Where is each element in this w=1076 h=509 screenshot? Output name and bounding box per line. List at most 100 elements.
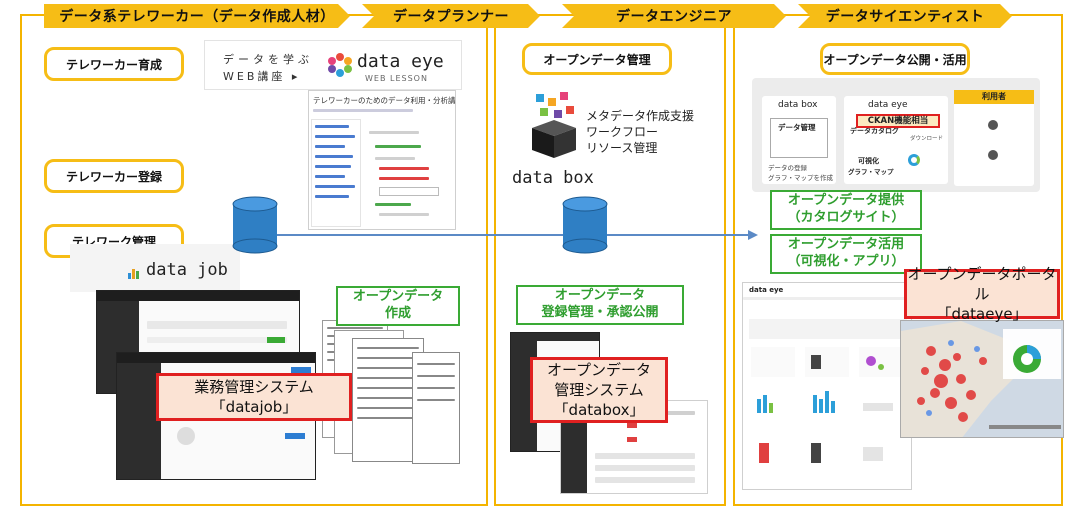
visualization-label-1: 可視化 (858, 157, 879, 165)
lesson-page-title: テレワーカーのためのデータ利用・分析講座 (313, 96, 456, 105)
web-lesson-line2: WEB講座 ▸ (223, 70, 301, 83)
lesson-breadcrumb (313, 109, 413, 112)
databox-row (595, 453, 695, 459)
databox-brand: data box (512, 168, 594, 188)
databox-panel: data box データ管理 データの登録 グラフ・マップを作成 (762, 96, 836, 184)
user-icon (988, 120, 998, 130)
data-catalog-label: データカタログ (850, 127, 899, 135)
visualization-label-2: グラフ・マップ (848, 168, 894, 176)
dataeye-flower-icon (327, 52, 353, 78)
lesson-line (379, 177, 429, 180)
users-header: 利用者 (954, 90, 1034, 104)
data-management-box (770, 118, 828, 158)
label-opendata-use: オープンデータ活用 （可視化・アプリ） (770, 234, 922, 274)
step-opendata-publication: オープンデータ公開・活用 (820, 43, 970, 75)
form-line (357, 377, 419, 379)
databox-cube-icon (526, 92, 582, 160)
label-dataeye-portal-line2: 「dataeye」 (936, 305, 1028, 324)
datajob-row (147, 337, 287, 343)
column-header-planner: データプランナー (362, 4, 540, 28)
dataeye-brand: data eye (357, 51, 444, 72)
form-line (357, 397, 419, 399)
lesson-line (379, 167, 429, 170)
form-line (417, 363, 455, 365)
label-opendata-creation: オープンデータ 作成 (336, 286, 460, 326)
databox-row (595, 477, 695, 483)
datajob-save-button (291, 367, 311, 373)
chart-donut-icon (908, 154, 920, 166)
datajob-brand: data job (146, 260, 228, 280)
label-opendata-offer-line2: （カタログサイト） (787, 210, 905, 225)
publication-flow-diagram: data box データ管理 データの登録 グラフ・マップを作成 data ey… (752, 78, 1040, 192)
user-icon (988, 150, 998, 160)
dataeye-panel-brand: data eye (868, 100, 908, 110)
lesson-line (315, 165, 351, 168)
column-frame-scientist (733, 14, 1063, 506)
lesson-line (375, 145, 421, 148)
label-opendata-offer-line1: オープンデータ提供 (787, 193, 905, 209)
dataeye-panel: data eye データカタログ 可視化 グラフ・マップ ダウンロード (844, 96, 948, 184)
column-header-scientist: データサイエンティスト (798, 4, 1012, 28)
lesson-line (315, 195, 349, 198)
column-header-engineer: データエンジニア (562, 4, 786, 28)
avatar (177, 427, 195, 445)
form-line (357, 347, 419, 349)
label-opendata-use-line1: オープンデータ活用 (787, 237, 905, 253)
dataeye-portal-screenshot: data eye (742, 282, 912, 490)
database-icon-engineer (562, 196, 608, 254)
portal-hero-banner (749, 319, 907, 339)
label-dataeye-portal-line1: オープンデータポータル (907, 264, 1057, 303)
form-line (357, 387, 419, 389)
step-teleworker-registration: テレワーカー登録 (44, 159, 184, 193)
column-frame-teleworker (20, 14, 488, 506)
dataeye-brand-sub: WEB LESSON (365, 74, 428, 83)
databox-status-badge (627, 423, 637, 428)
form-line (357, 367, 419, 369)
data-flow-arrow (250, 226, 758, 240)
lesson-line (375, 157, 415, 160)
users-panel: 利用者 (954, 90, 1034, 186)
lesson-line (315, 135, 355, 138)
datajob-screenshot-header (97, 291, 299, 301)
lesson-line (315, 155, 353, 158)
form-line (357, 357, 419, 359)
form-line (417, 399, 455, 401)
column-header-teleworker: データ系テレワーカー（データ作成人材） (44, 4, 350, 28)
datajob-bars-icon (128, 264, 142, 283)
databox-row (595, 465, 695, 471)
lesson-sidebar (311, 119, 361, 227)
form-line (417, 387, 455, 389)
column-frame-engineer (494, 14, 726, 506)
step-teleworker-training: テレワーカー育成 (44, 47, 184, 81)
label-dataeye-portal: オープンデータポータル 「dataeye」 (904, 265, 1060, 323)
form-document-4 (412, 352, 460, 464)
portal-nav-bar (743, 297, 911, 300)
datajob-row (147, 321, 287, 329)
lesson-page-screenshot: テレワーカーのためのデータ利用・分析講座 (308, 90, 456, 230)
lesson-line (315, 185, 355, 188)
data-management-label: データ管理 (778, 123, 816, 132)
datajob-status-badge (267, 337, 285, 343)
portal-map-screenshot (900, 320, 1064, 438)
download-label: ダウンロード (910, 136, 944, 142)
check-item-register: データの登録 (768, 164, 807, 172)
portal-logo: data eye (749, 286, 784, 294)
web-lesson-line1: データを学ぶ (223, 53, 313, 66)
database-icon-teleworker (232, 196, 278, 254)
lesson-download-button (379, 187, 439, 196)
lesson-line (315, 125, 349, 128)
portal-card-grid (751, 347, 905, 485)
datajob-action-button (285, 433, 305, 439)
databox-feature-3: リソース管理 (586, 141, 658, 155)
label-opendata-creation-line1: オープンデータ (352, 289, 444, 305)
datajob-screenshot-header (117, 353, 315, 363)
label-opendata-offer: オープンデータ提供 （カタログサイト） (770, 190, 922, 230)
form-line (327, 327, 383, 329)
databox-status-badge (627, 437, 637, 442)
label-opendata-use-line2: （可視化・アプリ） (787, 254, 905, 269)
label-databox-system-line1: オープンデータ (546, 360, 652, 379)
label-databox-system: オープンデータ 管理システム 「databox」 (530, 357, 668, 423)
databox-panel-brand: data box (778, 100, 818, 110)
web-lesson-banner: データを学ぶ WEB講座 ▸ data eye WEB LESSON (204, 40, 462, 90)
databox-feature-2: ワークフロー (586, 125, 659, 139)
